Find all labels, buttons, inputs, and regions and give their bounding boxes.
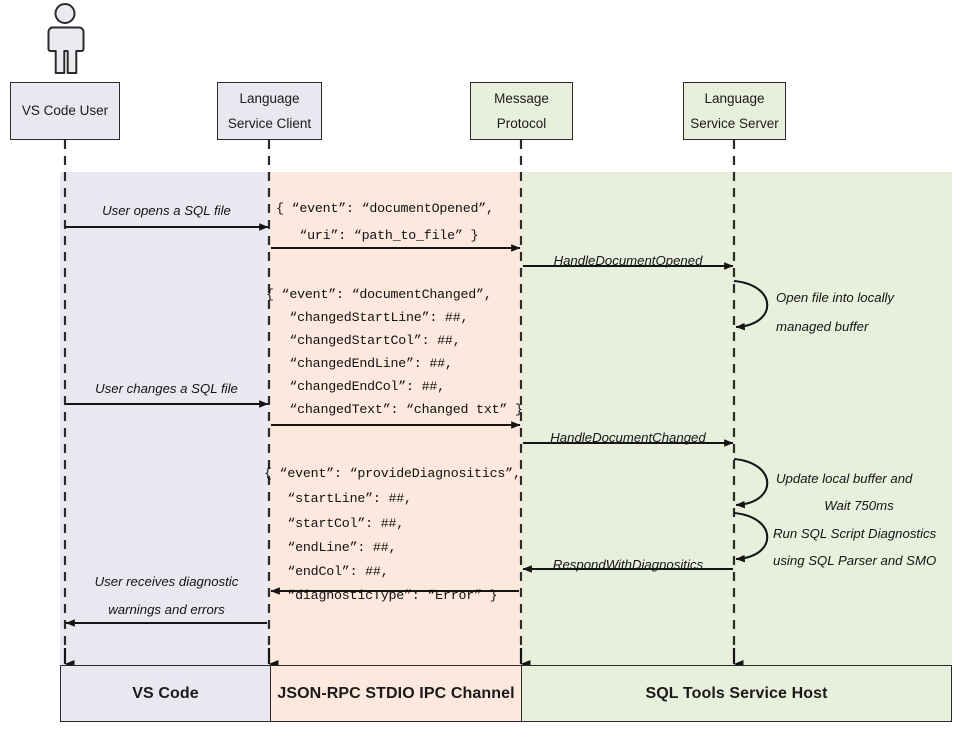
- label-user-receives-diagnostics-line1: User receives diagnostic: [94, 574, 239, 589]
- note-run-diagnostics-line2: using SQL Parser and SMO: [773, 553, 937, 568]
- footer-label: VS Code: [132, 684, 199, 702]
- payload-line: “changedEndLine”: ##,: [266, 356, 453, 371]
- label-user-opens-sql-file: User opens a SQL file: [102, 203, 231, 218]
- footer-jsonrpc-stdio-ipc-channel[interactable]: JSON-RPC STDIO IPC Channel: [270, 665, 522, 722]
- payload-line: “endLine”: ##,: [264, 540, 397, 555]
- payload-line: “changedEndCol”: ##,: [266, 379, 445, 394]
- stick-figure-actor: [47, 3, 85, 74]
- payload-line: “changedStartLine”: ##,: [266, 310, 469, 325]
- participant-vs-code-user[interactable]: VS Code User: [10, 82, 120, 140]
- payload-line: “uri”: “path_to_file” }: [276, 228, 479, 243]
- label-user-changes-sql-file: User changes a SQL file: [95, 381, 238, 396]
- note-open-file-line1: Open file into locally: [776, 290, 895, 305]
- participant-label: Message: [494, 91, 549, 106]
- payload-line: “changedStartCol”: ##,: [266, 333, 461, 348]
- payload-line: { “event”: “documentOpened”,: [276, 201, 494, 216]
- payload-line: “startLine”: ##,: [264, 491, 412, 506]
- payload-line: “endCol”: ##,: [264, 564, 389, 579]
- label-user-receives-diagnostics-line2: warnings and errors: [108, 602, 225, 617]
- participant-language-service-server[interactable]: Language Service Server: [683, 82, 786, 140]
- note-open-file-line2: managed buffer: [776, 319, 869, 334]
- footer-label: SQL Tools Service Host: [645, 684, 828, 702]
- participant-message-protocol[interactable]: Message Protocol: [470, 82, 573, 140]
- participant-label: Service Server: [690, 115, 779, 131]
- payload-line: “diagnosticType”: “Error” }: [264, 588, 498, 603]
- note-update-buffer-line1: Update local buffer and: [776, 471, 913, 486]
- note-run-diagnostics-line1: Run SQL Script Diagnostics: [773, 526, 937, 541]
- participant-language-service-client[interactable]: Language Service Client: [217, 82, 322, 140]
- label-handle-document-changed: HandleDocumentChanged: [550, 430, 706, 445]
- participant-label: VS Code User: [21, 103, 109, 119]
- note-update-buffer-line2: Wait 750ms: [824, 498, 894, 513]
- lifeline-group: [63, 140, 736, 650]
- footer-sql-tools-service-host[interactable]: SQL Tools Service Host: [521, 665, 952, 722]
- participant-label: Language: [704, 91, 765, 106]
- label-handle-document-opened: HandleDocumentOpened: [553, 253, 703, 268]
- selfloop-update-local-buffer: [733, 457, 769, 509]
- band-vs-code: [60, 172, 270, 665]
- participant-label: Language: [239, 91, 300, 106]
- label-respond-with-diagnositics: RespondWithDiagnositics: [552, 557, 704, 572]
- band-ipc-channel: [270, 172, 521, 665]
- payload-line: “changedText”: “changed txt” }: [266, 402, 523, 417]
- payload-line: “startCol”: ##,: [264, 516, 405, 531]
- participant-label: Protocol: [496, 115, 547, 131]
- footer-vs-code[interactable]: VS Code: [60, 665, 271, 722]
- lifeline-terminators: [63, 648, 744, 668]
- selfloop-open-file-into-buffer: [733, 279, 769, 331]
- selfloop-run-sql-script-diagnostics: [733, 511, 769, 563]
- payload-line: { “event”: “documentChanged”,: [266, 287, 492, 302]
- participant-label: Service Client: [227, 115, 312, 131]
- band-sql-tools-service-host: [521, 172, 952, 665]
- footer-label: JSON-RPC STDIO IPC Channel: [277, 684, 515, 702]
- payload-line: { “event”: “provideDiagnositics”,: [264, 466, 521, 481]
